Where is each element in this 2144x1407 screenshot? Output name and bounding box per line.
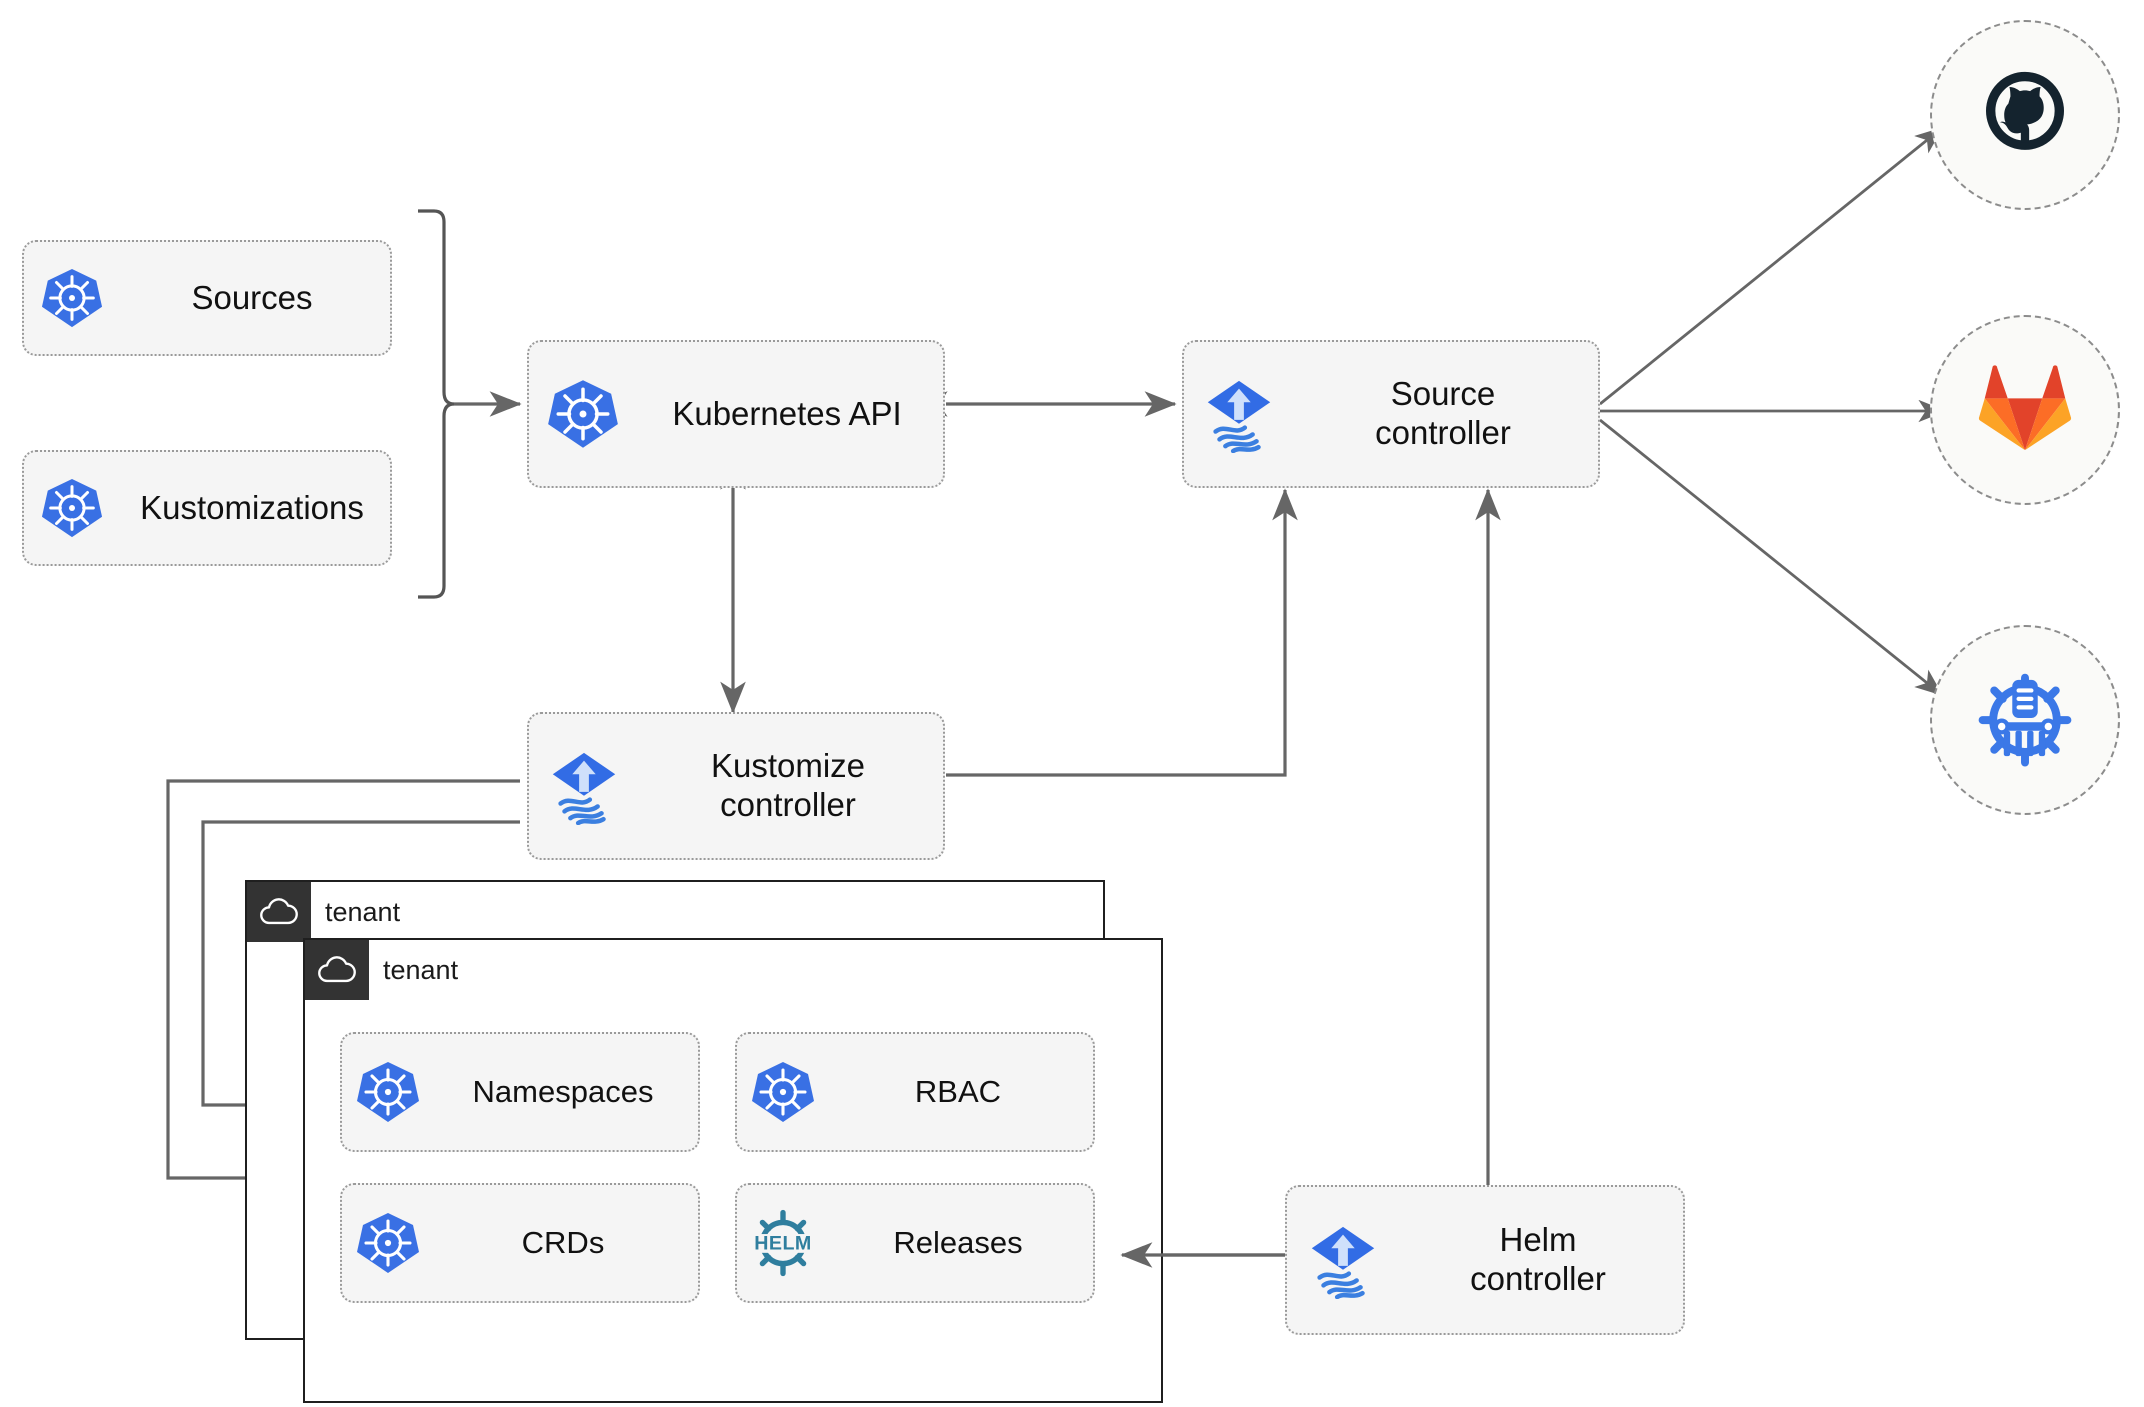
- cloud-icon: [305, 940, 369, 1000]
- node-label: CRDs: [521, 1224, 605, 1260]
- provider-helm-registry[interactable]: [1930, 625, 2120, 815]
- node-label: RBAC: [914, 1073, 1002, 1109]
- flux-icon: [529, 747, 639, 825]
- provider-gitlab[interactable]: [1930, 315, 2120, 505]
- node-label: Namespaces: [472, 1073, 654, 1109]
- tenant-label: tenant: [383, 954, 459, 985]
- kubernetes-icon: [529, 378, 637, 450]
- node-source-controller[interactable]: Source controller: [1182, 340, 1600, 488]
- node-kustomizations[interactable]: Kustomizations: [22, 450, 392, 566]
- flux-icon: [1184, 375, 1294, 453]
- tenant-box-front[interactable]: tenant: [303, 938, 1163, 1403]
- node-label: Kustomizations: [140, 488, 364, 526]
- node-label: Releases: [893, 1224, 1023, 1260]
- node-kubernetes-api[interactable]: Kubernetes API: [527, 340, 945, 488]
- node-label: Kustomize controller: [710, 747, 866, 823]
- kubernetes-icon: [24, 477, 120, 539]
- node-helm-controller[interactable]: Helm controller: [1285, 1185, 1685, 1335]
- kubernetes-icon: [342, 1211, 434, 1275]
- node-label: Source controller: [1375, 375, 1511, 451]
- kubernetes-icon: [737, 1060, 829, 1124]
- node-label: Helm controller: [1470, 1221, 1606, 1297]
- kubernetes-icon: [24, 267, 120, 329]
- node-rbac[interactable]: RBAC: [735, 1032, 1095, 1152]
- node-releases[interactable]: HELM Releases: [735, 1183, 1095, 1303]
- helm-registry-icon: [1972, 665, 2078, 776]
- flux-icon: [1287, 1221, 1399, 1299]
- kubernetes-icon: [342, 1060, 434, 1124]
- svg-text:HELM: HELM: [754, 1233, 812, 1255]
- node-kustomize-controller[interactable]: Kustomize controller: [527, 712, 945, 860]
- tenant-label: tenant: [325, 896, 401, 927]
- node-label: Kubernetes API: [672, 394, 902, 432]
- node-label: Sources: [191, 278, 313, 316]
- github-icon: [1973, 61, 2077, 170]
- node-sources[interactable]: Sources: [22, 240, 392, 356]
- node-namespaces[interactable]: Namespaces: [340, 1032, 700, 1152]
- node-crds[interactable]: CRDs: [340, 1183, 700, 1303]
- helm-icon: HELM: [737, 1209, 829, 1277]
- provider-github[interactable]: [1930, 20, 2120, 210]
- cloud-icon: [247, 882, 311, 942]
- gitlab-icon: [1977, 362, 2073, 459]
